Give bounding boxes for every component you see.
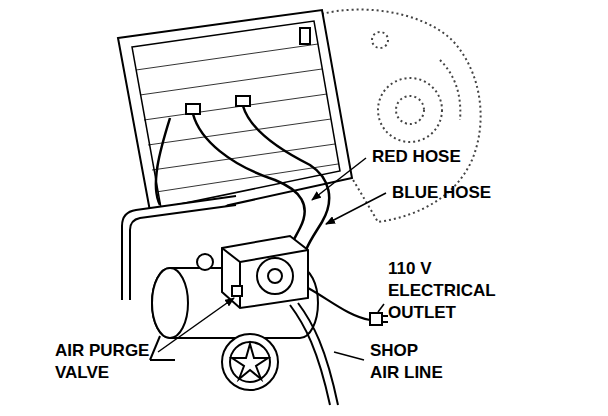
part-label: SHOP AIR LINE [370, 340, 448, 384]
power-cord [308, 288, 388, 325]
leader-lines [158, 158, 386, 360]
radiator [118, 10, 352, 222]
shop-air-line [290, 303, 338, 405]
part-label: AIR PURGE VALVE [55, 340, 155, 384]
part-label: RED HOSE [372, 146, 466, 168]
part-label: BLUE HOSE [392, 182, 497, 204]
part-label: 110 V ELECTRICAL OUTLET [388, 258, 501, 324]
wheel [222, 334, 278, 390]
flusher-unit [122, 196, 318, 360]
